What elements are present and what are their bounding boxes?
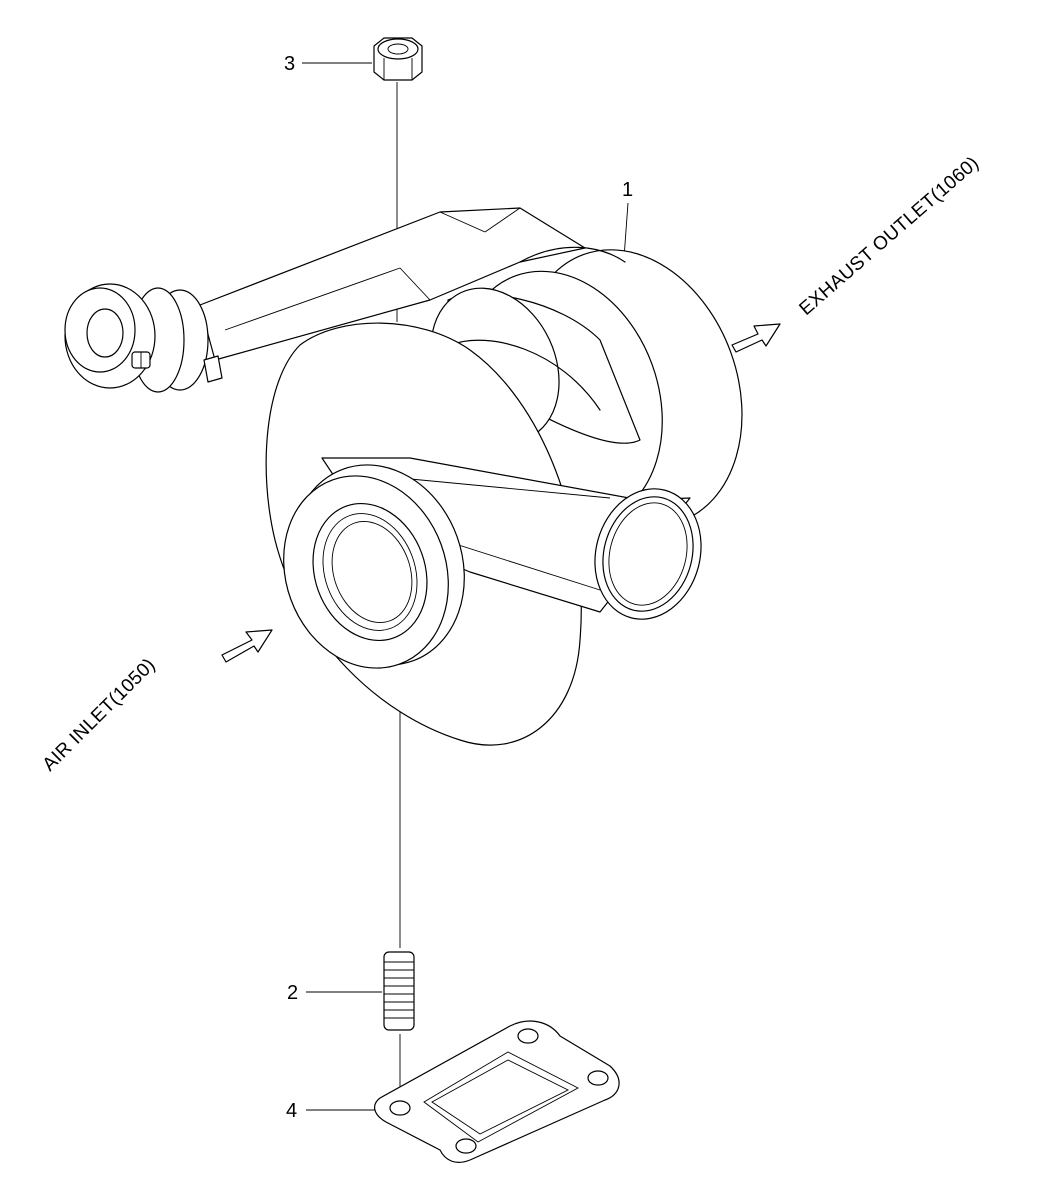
air-inlet-ring (283, 464, 465, 669)
exhaust-outlet-label: EXHAUST OUTLET(1060) (796, 153, 984, 320)
stud-part (383, 951, 415, 1031)
wastegate-actuator (64, 207, 586, 393)
air-inlet-arrow (221, 629, 273, 663)
nut-part (373, 37, 423, 81)
callout-gasket: 4 (286, 1100, 297, 1122)
exhaust-outlet-arrow (731, 323, 781, 353)
callout-turbocharger: 1 (622, 179, 633, 201)
gasket-part (374, 1020, 620, 1163)
air-inlet-label: AIR INLET(1050) (39, 654, 160, 775)
callout-stud: 2 (287, 982, 298, 1004)
callout-nut: 3 (284, 53, 295, 75)
